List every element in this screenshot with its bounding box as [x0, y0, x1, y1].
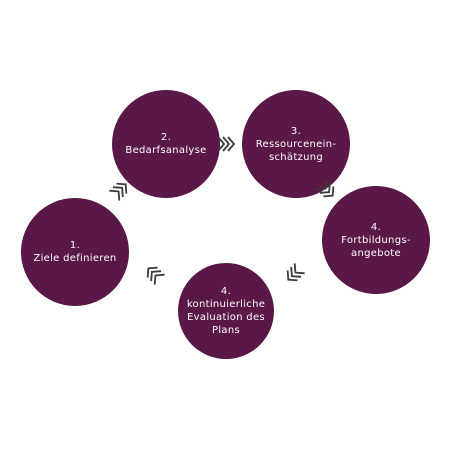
- chevron-stroke-2: [222, 136, 231, 152]
- chevron-stroke-2: [150, 270, 162, 282]
- step-1-label: 1. Ziele definieren: [33, 240, 117, 264]
- chevron-stroke-3: [286, 270, 298, 282]
- step-2-label: 2. Bedarfsanalyse: [125, 132, 207, 156]
- chevron-up-right-icon: [108, 178, 132, 202]
- chevron-stroke-2: [290, 266, 302, 278]
- step-3-circle: 3. Ressourcenein- schätzung: [242, 90, 350, 198]
- chevron-stroke-1: [153, 273, 165, 285]
- chevron-stroke-1: [109, 189, 121, 201]
- chevron-stroke-3: [323, 186, 335, 198]
- step-2-circle: 2. Bedarfsanalyse: [112, 90, 220, 198]
- chevron-stroke-2: [319, 182, 331, 194]
- step-3-label: 3. Ressourcenein- schätzung: [255, 125, 337, 163]
- arrow-5-to-1: [146, 266, 165, 285]
- arrow-3-to-4: [316, 179, 335, 198]
- step-4-label: 4. Fortbildungs- angebote: [341, 221, 411, 259]
- step-1-circle: 1. Ziele definieren: [21, 198, 129, 306]
- step-5-circle: 4. kontinuierliche Evaluation des Plans: [178, 263, 274, 359]
- step-5-label: 4. kontinuierliche Evaluation des Plans: [186, 286, 266, 336]
- chevron-stroke-3: [116, 182, 128, 194]
- chevron-stroke-1: [316, 179, 328, 191]
- chevron-stroke-1: [293, 263, 305, 275]
- chevron-stroke-2: [112, 186, 124, 198]
- arrow-1-to-2: [109, 182, 128, 201]
- arrow-2-to-3: [217, 136, 236, 152]
- arrow-4-to-5: [286, 263, 305, 282]
- chevron-stroke-3: [227, 136, 236, 152]
- chevron-up-left-icon: [142, 262, 166, 286]
- step-4-circle: 4. Fortbildungs- angebote: [322, 186, 430, 294]
- chevron-down-left-icon: [282, 262, 306, 286]
- chevron-down-right-icon: [315, 178, 339, 202]
- chevron-right-icon: [214, 132, 238, 156]
- chevron-stroke-1: [217, 136, 226, 152]
- chevron-stroke-3: [146, 266, 158, 278]
